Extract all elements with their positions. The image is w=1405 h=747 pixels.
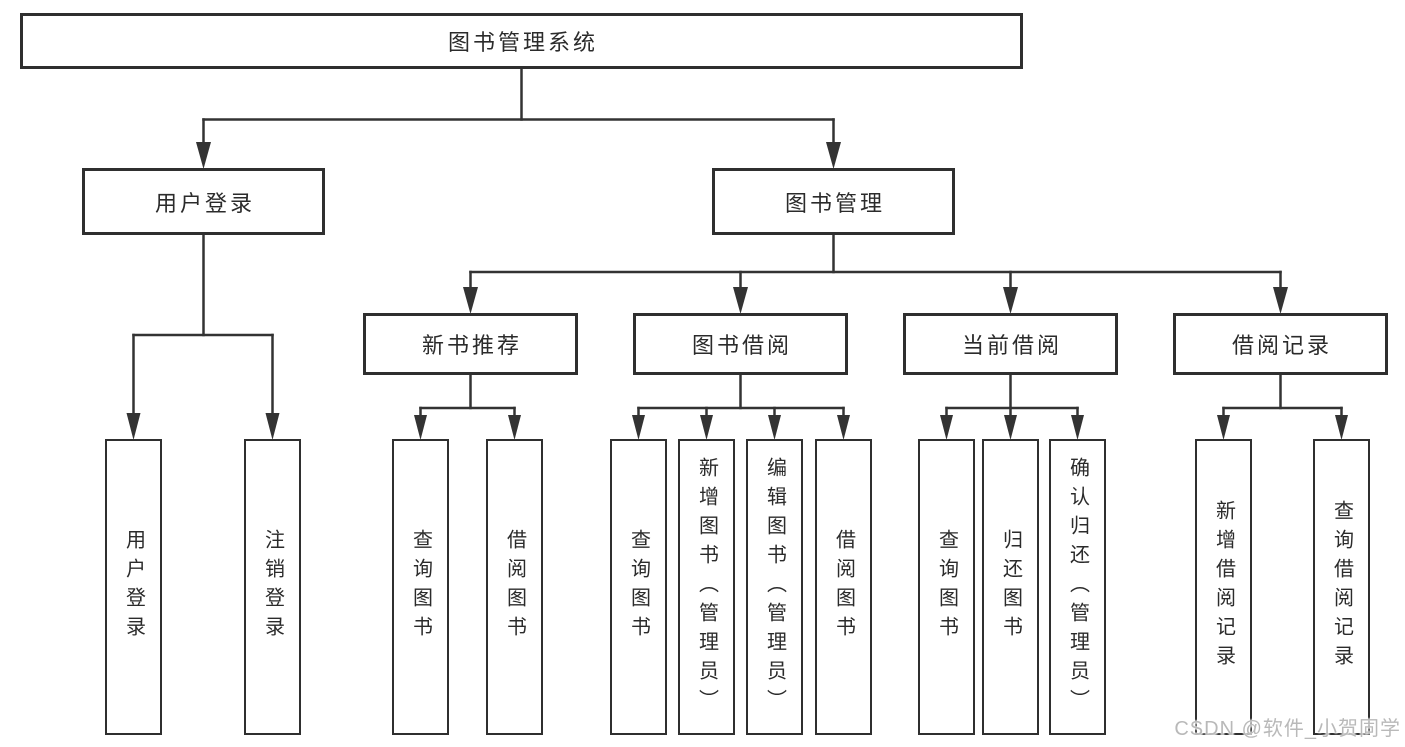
leaf-label: 归还图书 <box>999 529 1022 645</box>
leaf-label: 借阅图书 <box>503 529 526 645</box>
leaf-label: 注销登录 <box>261 529 284 645</box>
node-leaf-borrow-book: 借阅图书 <box>815 439 872 735</box>
leaf-label: 新增借阅记录 <box>1212 500 1235 674</box>
arrowhead <box>1217 415 1230 440</box>
arrowhead <box>1003 287 1018 314</box>
node-new-book-recommend: 新书推荐 <box>363 313 578 375</box>
node-current-borrow-label: 当前借阅 <box>961 333 1062 358</box>
node-book-management: 图书管理 <box>712 168 955 235</box>
arrowhead <box>1273 287 1288 314</box>
node-leaf-borrow-add-admin: 新增图书（管理员） <box>678 439 735 735</box>
node-root-label: 图书管理系统 <box>447 30 598 55</box>
csdn-watermark: CSDN @软件_小贺同学 <box>1174 718 1401 740</box>
node-user-login-label: 用户登录 <box>154 190 255 216</box>
node-leaf-borrow-edit-admin: 编辑图书（管理员） <box>746 439 803 735</box>
leaf-label: 查询图书 <box>409 529 432 645</box>
node-leaf-current-return: 归还图书 <box>982 439 1039 735</box>
node-leaf-record-query: 查询借阅记录 <box>1313 439 1370 735</box>
node-leaf-newbook-query: 查询图书 <box>392 439 449 735</box>
leaf-label: 查询借阅记录 <box>1330 500 1353 674</box>
node-leaf-user-login: 用户登录 <box>105 439 162 735</box>
arrowhead <box>126 413 141 440</box>
node-leaf-current-query: 查询图书 <box>918 439 975 735</box>
arrowhead <box>463 287 478 314</box>
node-leaf-newbook-borrow: 借阅图书 <box>486 439 543 735</box>
node-leaf-current-confirm-admin: 确认归还（管理员） <box>1049 439 1106 735</box>
arrowhead <box>265 413 280 440</box>
node-user-login: 用户登录 <box>82 168 325 235</box>
arrowhead <box>733 287 748 314</box>
node-current-borrow: 当前借阅 <box>903 313 1118 375</box>
arrowhead <box>196 142 211 169</box>
node-borrow-records-label: 借阅记录 <box>1231 333 1332 358</box>
leaf-label: 确认归还（管理员） <box>1066 456 1089 718</box>
arrowhead <box>940 415 953 440</box>
arrowhead <box>414 415 427 440</box>
leaf-label: 编辑图书（管理员） <box>763 456 786 718</box>
node-book-management-label: 图书管理 <box>784 190 885 216</box>
node-new-book-recommend-label: 新书推荐 <box>421 333 522 358</box>
arrowhead <box>700 415 713 440</box>
arrowhead <box>632 415 645 440</box>
arrowhead <box>837 415 850 440</box>
leaf-label: 新增图书（管理员） <box>695 456 718 718</box>
leaf-label: 借阅图书 <box>832 529 855 645</box>
arrowhead <box>1335 415 1348 440</box>
node-borrow-records: 借阅记录 <box>1173 313 1388 375</box>
arrowhead <box>508 415 521 440</box>
leaf-label: 查询图书 <box>627 529 650 645</box>
leaf-label: 查询图书 <box>935 529 958 645</box>
arrowhead <box>1004 415 1017 440</box>
leaf-label: 用户登录 <box>122 529 145 645</box>
node-book-borrow: 图书借阅 <box>633 313 848 375</box>
node-leaf-record-add: 新增借阅记录 <box>1195 439 1252 735</box>
arrowhead <box>826 142 841 169</box>
node-leaf-logout: 注销登录 <box>244 439 301 735</box>
node-root: 图书管理系统 <box>20 13 1023 69</box>
node-book-borrow-label: 图书借阅 <box>691 333 792 358</box>
arrowhead <box>1071 415 1084 440</box>
node-leaf-borrow-query: 查询图书 <box>610 439 667 735</box>
arrowhead <box>768 415 781 440</box>
